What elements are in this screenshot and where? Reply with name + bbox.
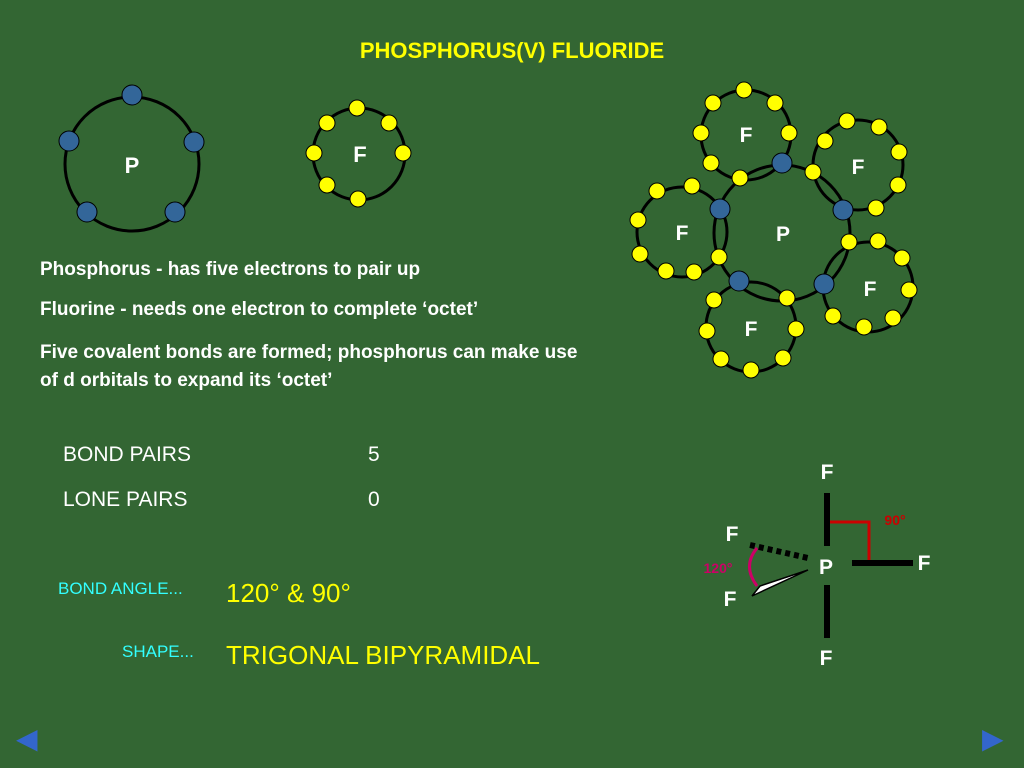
bond-pairs-value: 5 bbox=[368, 443, 380, 466]
p-electron bbox=[709, 198, 731, 220]
shape-label: SHAPE... bbox=[122, 642, 194, 661]
f-electron bbox=[380, 114, 398, 132]
p-electron bbox=[832, 199, 854, 221]
f-electron bbox=[869, 232, 887, 250]
geometry-f-right: F bbox=[918, 552, 931, 575]
f-atom-label: F bbox=[740, 124, 753, 147]
f-electron bbox=[683, 177, 701, 195]
lone-pairs-value: 0 bbox=[368, 488, 380, 511]
f-electron bbox=[318, 176, 336, 194]
f-electron bbox=[348, 99, 366, 117]
f-electron bbox=[648, 182, 666, 200]
f-electron bbox=[824, 307, 842, 325]
f-electron bbox=[710, 248, 728, 266]
f-shell bbox=[635, 185, 729, 279]
f-electron bbox=[774, 349, 792, 367]
p-electron bbox=[183, 131, 205, 153]
f-electron bbox=[870, 118, 888, 136]
f-atom-label: F bbox=[864, 278, 877, 301]
f-atom-label: F bbox=[745, 318, 758, 341]
geometry-f-top: F bbox=[821, 461, 834, 484]
f-electron bbox=[702, 154, 720, 172]
f-electron bbox=[840, 233, 858, 251]
f-electron bbox=[735, 81, 753, 99]
f-electron bbox=[804, 163, 822, 181]
f-electron bbox=[685, 263, 703, 281]
pf5-molecule-diagram: F F F P F F bbox=[629, 81, 918, 379]
f-electron bbox=[816, 132, 834, 150]
next-slide-button[interactable]: ▶ bbox=[982, 723, 1004, 754]
geometry-diagram: F F P F F F 90° 120° bbox=[704, 461, 931, 670]
f-electron bbox=[889, 176, 907, 194]
f-electron bbox=[692, 124, 710, 142]
angle-90-label: 90° bbox=[884, 512, 905, 528]
f-electron bbox=[704, 94, 722, 112]
f-electron bbox=[867, 199, 885, 217]
p-electron bbox=[813, 273, 835, 295]
f-electron bbox=[900, 281, 918, 299]
f-electron bbox=[318, 114, 336, 132]
f-electron bbox=[705, 291, 723, 309]
angle-90-marker bbox=[830, 520, 871, 560]
f-atom-label: F bbox=[353, 142, 366, 167]
f-electron bbox=[698, 322, 716, 340]
f-electron bbox=[631, 245, 649, 263]
geometry-f-back: F bbox=[726, 523, 739, 546]
bond-angle-value: 120° & 90° bbox=[226, 578, 351, 608]
f-electron bbox=[778, 289, 796, 307]
lone-pairs-label: LONE PAIRS bbox=[63, 488, 188, 511]
p-electron bbox=[58, 130, 80, 152]
hashed-bond bbox=[749, 542, 809, 561]
previous-slide-button[interactable]: ◀ bbox=[16, 723, 38, 754]
angle-120-label: 120° bbox=[704, 560, 733, 576]
f-atom-label: F bbox=[852, 156, 865, 179]
f-electron bbox=[893, 249, 911, 267]
f-electron bbox=[838, 112, 856, 130]
p-electron bbox=[771, 152, 793, 174]
p-electron bbox=[76, 201, 98, 223]
geometry-p: P bbox=[819, 556, 833, 579]
p-atom-label: P bbox=[776, 223, 790, 246]
f-atom-label: F bbox=[676, 222, 689, 245]
geometry-f-bottom: F bbox=[820, 647, 833, 670]
f-electron bbox=[890, 143, 908, 161]
f-electron bbox=[349, 190, 367, 208]
bond-angle-label: BOND ANGLE... bbox=[58, 579, 183, 598]
f-electron bbox=[657, 262, 675, 280]
f-electron bbox=[394, 144, 412, 162]
page-title: PHOSPHORUS(V) FLUORIDE bbox=[359, 38, 665, 63]
f-electron bbox=[629, 211, 647, 229]
shape-value: TRIGONAL BIPYRAMIDAL bbox=[226, 640, 540, 670]
p-electron bbox=[121, 84, 143, 106]
p-electron bbox=[164, 201, 186, 223]
note-phosphorus: Phosphorus - has five electrons to pair … bbox=[40, 259, 421, 280]
f-electron bbox=[731, 169, 749, 187]
bond-pairs-label: BOND PAIRS bbox=[63, 443, 191, 466]
phosphorus-atom-diagram: P bbox=[58, 84, 205, 233]
f-electron bbox=[766, 94, 784, 112]
note-covalent-bonds: Five covalent bonds are formed; phosphor… bbox=[40, 342, 578, 391]
p-atom-label: P bbox=[125, 153, 140, 178]
f-electron bbox=[742, 361, 760, 379]
fluorine-atom-diagram: F bbox=[305, 99, 412, 208]
angle-120-marker bbox=[748, 547, 759, 587]
p-electron bbox=[728, 270, 750, 292]
wedge-bond bbox=[751, 569, 809, 597]
f-electron bbox=[855, 318, 873, 336]
f-electron bbox=[712, 350, 730, 368]
note-fluorine: Fluorine - needs one electron to complet… bbox=[40, 299, 479, 320]
f-electron bbox=[787, 320, 805, 338]
f-electron bbox=[884, 309, 902, 327]
f-electron bbox=[305, 144, 323, 162]
geometry-f-front: F bbox=[724, 588, 737, 611]
f-electron bbox=[780, 124, 798, 142]
